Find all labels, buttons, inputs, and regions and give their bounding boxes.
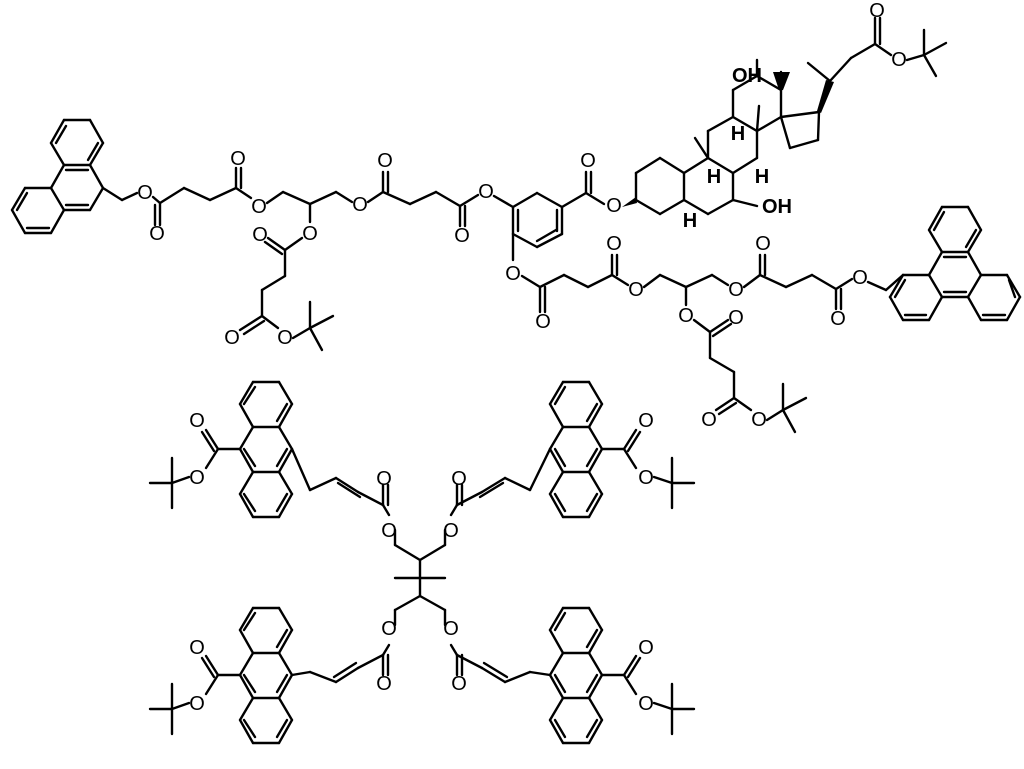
oxygen-label: O bbox=[149, 223, 165, 245]
stereo-hydrogen-label: H bbox=[707, 166, 721, 188]
central-benzene bbox=[511, 191, 564, 249]
oxygen-label: O bbox=[376, 673, 392, 695]
oxygen-label: O bbox=[535, 311, 551, 333]
stereo-hydrogen-label: H bbox=[755, 166, 769, 188]
oxygen-label: O bbox=[638, 693, 654, 715]
oxygen-label: O bbox=[189, 410, 205, 432]
oxygen-label: O bbox=[454, 225, 470, 247]
oxygen-label: O bbox=[251, 196, 267, 218]
oxygen-label: O bbox=[891, 49, 907, 71]
anthracene-unit-top-left: O O bbox=[148, 380, 312, 519]
oxygen-label: O bbox=[376, 468, 392, 490]
bile-acid-dendron-molecule: O O O O O O O O O O O bbox=[10, 0, 1022, 434]
oxygen-label: O bbox=[478, 181, 494, 203]
oxygen-label: O bbox=[606, 195, 622, 217]
oxygen-label: O bbox=[755, 233, 771, 255]
oxygen-label: O bbox=[728, 307, 744, 329]
methyl-wedge bbox=[773, 72, 790, 90]
anthracene-unit-bottom-right: O O bbox=[528, 606, 696, 745]
oxygen-label: O bbox=[302, 223, 318, 245]
oxygen-label: O bbox=[189, 637, 205, 659]
oxygen-label: O bbox=[751, 409, 767, 431]
oxygen-label: O bbox=[189, 467, 205, 489]
oxygen-label: O bbox=[638, 410, 654, 432]
oxygen-label: O bbox=[451, 673, 467, 695]
pentaerythritol-tetra-acrylate-molecule: O O O O O O O O bbox=[148, 380, 696, 745]
hydroxyl-label: OH bbox=[732, 65, 762, 87]
oxygen-label: O bbox=[443, 618, 459, 640]
oxygen-label: O bbox=[189, 693, 205, 715]
oxygen-label: O bbox=[606, 233, 622, 255]
oxygen-label: O bbox=[628, 279, 644, 301]
oxygen-label: O bbox=[701, 409, 717, 431]
oxygen-label: O bbox=[230, 148, 246, 170]
stereo-hydrogen-label: H bbox=[731, 123, 745, 145]
oxygen-label: O bbox=[137, 182, 153, 204]
cholic-acid-steroid-core: OH OH H H H H O O bbox=[634, 0, 948, 232]
oxygen-label: O bbox=[728, 279, 744, 301]
side-chain-wedge bbox=[817, 80, 834, 113]
oxygen-label: O bbox=[638, 467, 654, 489]
anthracene-unit-top-right: O O bbox=[528, 380, 696, 519]
oxygen-label: O bbox=[869, 0, 885, 22]
anthracene-right bbox=[888, 205, 1022, 322]
oxygen-label: O bbox=[377, 150, 393, 172]
oxygen-label: O bbox=[381, 618, 397, 640]
oxygen-label: O bbox=[451, 468, 467, 490]
stereo-hydrogen-label: H bbox=[683, 210, 697, 232]
oxygen-label: O bbox=[830, 308, 846, 330]
hydroxyl-label: OH bbox=[762, 196, 792, 218]
anthracene-left bbox=[10, 118, 105, 235]
oxygen-label: O bbox=[381, 520, 397, 542]
oxygen-label: O bbox=[252, 224, 268, 246]
oxygen-label: O bbox=[224, 327, 240, 349]
oxygen-label: O bbox=[443, 520, 459, 542]
oxygen-label: O bbox=[352, 194, 368, 216]
oxygen-label: O bbox=[638, 637, 654, 659]
oxygen-label: O bbox=[277, 327, 293, 349]
oxygen-label: O bbox=[505, 263, 521, 285]
oxygen-label: O bbox=[580, 150, 596, 172]
oxygen-label: O bbox=[678, 305, 694, 327]
anthracene-unit-bottom-left: O O bbox=[148, 606, 312, 745]
oxygen-label: O bbox=[852, 267, 868, 289]
hash-bond bbox=[622, 197, 637, 207]
